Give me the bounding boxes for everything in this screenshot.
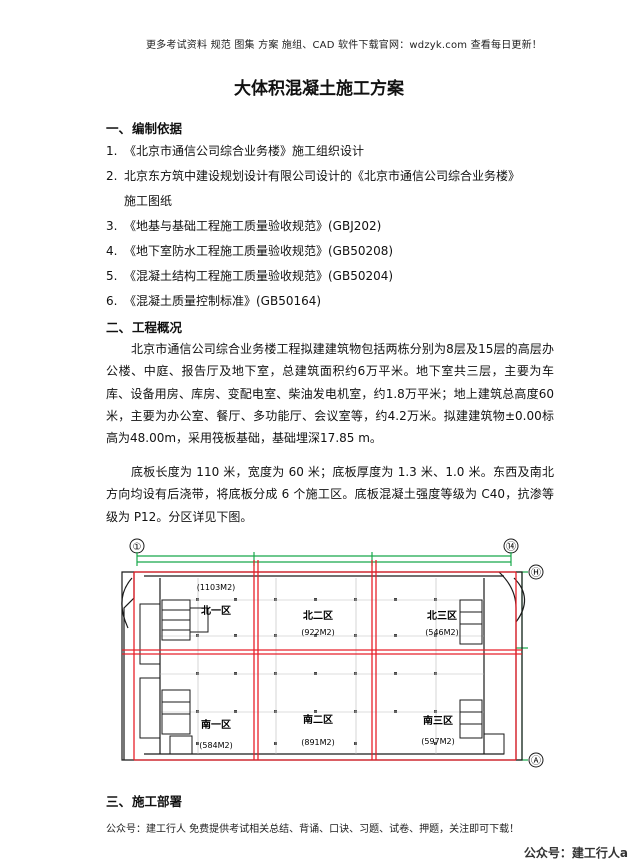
overview-paragraph: 北京市通信公司综合业务楼工程拟建建筑物包括两栋分别为8层及15层的高层办公楼、中…	[106, 338, 554, 449]
overview-paragraph: 底板长度为 110 米，宽度为 60 米；底板厚度为 1.3 米、1.0 米。东…	[106, 461, 554, 528]
svg-text:南一区: 南一区	[201, 718, 231, 731]
svg-text:北三区: 北三区	[427, 609, 457, 622]
basis-item: 5.《混凝土结构工程施工质量验收规范》(GB50204)	[106, 269, 394, 283]
zone-north-1: (1103M2) 北一区	[197, 583, 236, 617]
svg-text:(1103M2): (1103M2)	[197, 583, 236, 592]
section-heading-deployment: 三、施工部署	[106, 791, 182, 810]
post-pour-strips	[122, 560, 522, 761]
section-number: 三、	[106, 794, 132, 809]
basis-item: 2.北京东方筑中建设规划设计有限公司设计的《北京市通信公司综合业务楼》	[106, 169, 521, 183]
basis-item: 3.《地基与基础工程施工质量验收规范》(GBJ202)	[106, 219, 382, 233]
document-title: 大体积混凝土施工方案	[234, 79, 404, 99]
svg-text:北一区: 北一区	[201, 604, 231, 617]
paragraph-text: 底板长度为 110 米，宽度为 60 米；底板厚度为 1.3 米、1.0 米。东…	[106, 465, 554, 524]
svg-text:①: ①	[133, 542, 142, 553]
section-label: 工程概况	[132, 320, 183, 335]
paragraph-text: 北京市通信公司综合业务楼工程拟建建筑物包括两栋分别为8层及15层的高层办公楼、中…	[106, 342, 554, 446]
basis-item: 施工图纸	[124, 194, 173, 208]
column-grid	[196, 598, 437, 745]
section-number: 二、	[106, 320, 132, 335]
svg-text:(891M2): (891M2)	[301, 738, 335, 747]
svg-text:南二区: 南二区	[303, 713, 333, 726]
basis-item: 6.《混凝土质量控制标准》(GB50164)	[106, 294, 322, 308]
axis-grid	[160, 578, 484, 754]
svg-text:南三区: 南三区	[423, 714, 453, 727]
basis-item: 4.《地下室防水工程施工质量验收规范》(GB50208)	[106, 244, 394, 258]
svg-text:Ⓐ: Ⓐ	[531, 755, 541, 767]
watermark-text: 公众号：建工行人a	[523, 846, 628, 860]
zone-south-1: 南一区 (584M2)	[199, 718, 233, 750]
axis-marker-bottom: Ⓐ	[528, 752, 544, 768]
basis-item: 1.《北京市通信公司综合业务楼》施工组织设计	[106, 144, 365, 158]
section-number: 一、	[106, 121, 132, 136]
svg-text:(922M2): (922M2)	[301, 628, 335, 637]
section-heading-basis: 一、编制依据	[106, 118, 182, 137]
svg-text:(597M2): (597M2)	[421, 737, 455, 746]
svg-text:北二区: 北二区	[303, 609, 333, 622]
page-header-note: 更多考试资料 规范 图集 方案 施组、CAD 软件下载官网：wdzyk.com …	[145, 40, 542, 51]
footer-note: 公众号：建工行人 免费提供考试相关总结、背诵、口诀、习题、试卷、押题，关注即可下…	[106, 824, 520, 835]
svg-text:Ⓗ: Ⓗ	[531, 567, 541, 579]
foundation-zoning-plan: ① ⑭ Ⓗ Ⓐ	[121, 538, 544, 768]
section-heading-overview: 二、工程概况	[106, 317, 182, 336]
svg-text:(584M2): (584M2)	[199, 741, 233, 750]
zone-north-2: 北二区 (922M2)	[301, 609, 335, 637]
core-blocks	[139, 599, 505, 755]
section-label: 施工部署	[132, 794, 183, 809]
axis-marker-top: Ⓗ	[528, 564, 544, 580]
section-label: 编制依据	[132, 121, 183, 136]
dimension-lines	[136, 552, 528, 761]
svg-text:⑭: ⑭	[506, 541, 516, 553]
svg-text:(546M2): (546M2)	[425, 628, 459, 637]
zone-north-3: 北三区 (546M2)	[425, 609, 459, 637]
zone-south-2: 南二区 (891M2)	[301, 713, 335, 747]
zone-south-3: 南三区 (597M2)	[421, 714, 455, 746]
